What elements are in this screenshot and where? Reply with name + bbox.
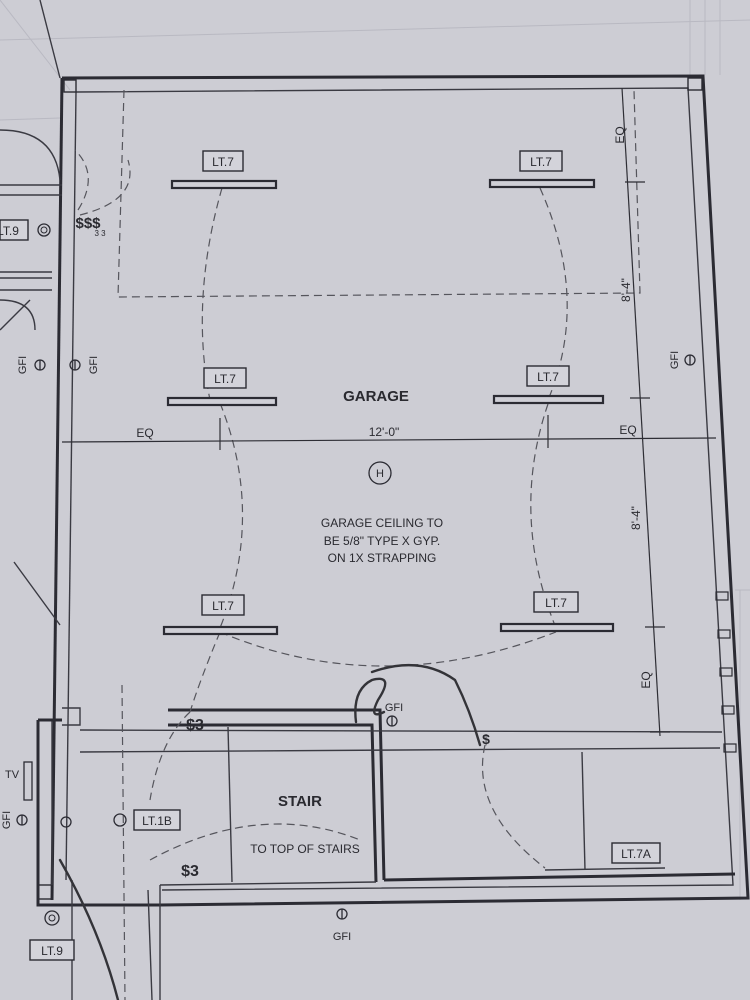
lt9-tag-bottom: LT.9: [29, 910, 75, 961]
background-grid: [0, 0, 750, 900]
tv-outlet: TV: [5, 761, 33, 801]
dim-eq-right: EQ: [619, 423, 636, 437]
dim-eq-top: EQ: [613, 126, 627, 143]
switch-garage: $: [482, 731, 490, 747]
lt9-tag-top: LT.9: [0, 219, 51, 241]
dim-width: 12'-0": [369, 425, 400, 439]
dim-eq-left: EQ: [136, 426, 153, 440]
fixture-lt7-mid-left: LT.7: [166, 367, 278, 407]
fixture-tag: LT.7: [530, 155, 552, 169]
switches: $$$ 3 3 $3 $3 $: [75, 215, 490, 880]
dimension-lines: EQ 12'-0" EQ EQ 8'-4" 8'-4" EQ: [61, 87, 717, 737]
dim-eq-bottom: EQ: [639, 671, 653, 688]
stair-note: TO TOP OF STAIRS: [250, 842, 360, 856]
switch-stair-top: $3: [186, 717, 204, 734]
heater-label: H: [376, 468, 384, 480]
fixture-lt7-top-left: LT.7: [170, 150, 278, 190]
fixture-tag: LT.7: [212, 155, 234, 169]
pencil-annotations: [58, 663, 482, 1000]
fixture-tag: LT.7: [214, 372, 236, 386]
switch-sub: 3 3: [94, 229, 106, 238]
svg-text:GFI: GFI: [669, 351, 681, 369]
fixture-lt7-low-left: LT.7: [162, 594, 279, 636]
lt7a-tag: LT.7A: [611, 842, 661, 864]
gfi-left-1: GFI: [17, 356, 46, 374]
ceiling-zone-outline: [117, 89, 641, 298]
room-name: GARAGE: [343, 388, 409, 405]
svg-text:LT.9: LT.9: [0, 224, 19, 238]
fixture-tag: LT.7: [545, 596, 567, 610]
gfi-right: GFI: [669, 351, 696, 369]
light-fixtures: LT.7 LT.7 LT.7 LT.7 LT.7 LT.7: [162, 150, 615, 636]
gfi-exterior-bottom: GFI: [333, 908, 351, 943]
svg-text:BE 5/8" TYPE X GYP.: BE 5/8" TYPE X GYP.: [324, 534, 441, 548]
gfi-left-lower: GFI: [1, 811, 28, 829]
svg-text:ON 1X STRAPPING: ON 1X STRAPPING: [328, 551, 437, 565]
svg-text:GFI: GFI: [333, 931, 351, 943]
interior-partition: [71, 684, 736, 1000]
svg-text:GFI: GFI: [88, 356, 100, 374]
right-wall-markers: [715, 591, 737, 753]
dim-upper-right: 8'-4": [619, 278, 633, 302]
svg-text:LT.7A: LT.7A: [621, 847, 651, 861]
ceiling-note: GARAGE CEILING TO BE 5/8" TYPE X GYP. ON…: [321, 516, 443, 565]
dim-lower-right: 8'-4": [629, 506, 643, 530]
fixture-tag: LT.7: [537, 370, 559, 384]
svg-text:TV: TV: [5, 769, 20, 781]
svg-text:GFI: GFI: [385, 702, 403, 714]
lt1b-tag: LT.1B: [60, 809, 181, 831]
heater-symbol: H: [368, 461, 392, 485]
svg-text:LT.9: LT.9: [41, 944, 63, 958]
fixture-tag: LT.7: [212, 599, 234, 613]
stair-label: STAIR: [278, 793, 322, 810]
switch-group-top-left: $$$: [75, 215, 101, 232]
fixture-lt7-low-right: LT.7: [499, 591, 615, 633]
exterior-walls: [36, 74, 750, 907]
svg-text:GARAGE CEILING TO: GARAGE CEILING TO: [321, 516, 443, 530]
switch-stair-bottom: $3: [181, 863, 199, 880]
gfi-outlets: GFI GFI GFI GFI GFI GFI: [1, 351, 696, 943]
gfi-garage-front: GFI: [385, 702, 403, 727]
fixture-lt7-top-right: LT.7: [488, 150, 596, 189]
gfi-left-2: GFI: [69, 356, 100, 374]
fixture-lt7-mid-right: LT.7: [492, 365, 605, 405]
svg-text:LT.1B: LT.1B: [142, 814, 172, 828]
svg-text:GFI: GFI: [1, 811, 13, 829]
left-side-elements: [0, 0, 62, 626]
svg-text:GFI: GFI: [17, 356, 29, 374]
